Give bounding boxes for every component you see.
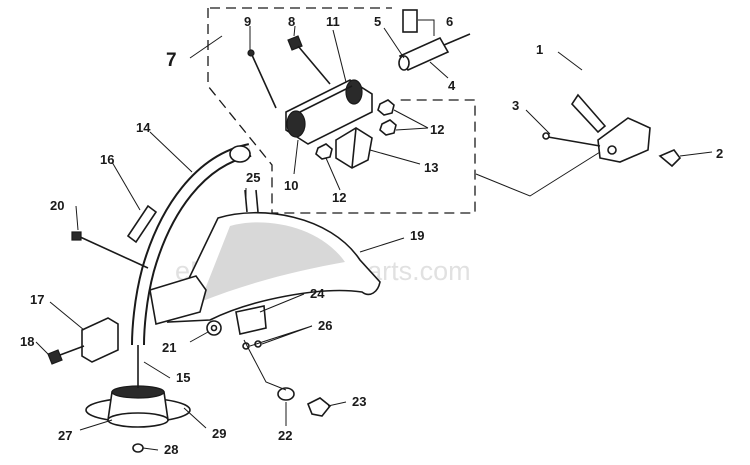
handle-knob: [658, 149, 682, 168]
shaft-clamp: [285, 79, 373, 145]
clamp-nuts: [315, 99, 397, 160]
callout-13: 13: [424, 160, 438, 175]
callout-14: 14: [136, 120, 151, 135]
trimmer-head: [85, 345, 191, 428]
callout-9: 9: [244, 14, 251, 29]
callout-26: 26: [318, 318, 332, 333]
long-screw: [71, 231, 149, 269]
callout-12-right: 12: [430, 122, 444, 137]
callout-8: 8: [288, 14, 295, 29]
washer-and-nut: [277, 387, 332, 417]
callout-17: 17: [30, 292, 44, 307]
loop-handle: [567, 35, 721, 163]
callout-5: 5: [374, 14, 381, 29]
trimmer-head-clamp: [81, 275, 207, 363]
callout-21: 21: [162, 340, 176, 355]
shaft-label: [126, 204, 158, 244]
callout-15: 15: [176, 370, 190, 385]
callout-12-bottom: 12: [332, 190, 346, 205]
callout-16: 16: [100, 152, 114, 167]
callout-1: 1: [536, 42, 543, 57]
callout-10: 10: [284, 178, 298, 193]
callout-28: 28: [164, 442, 178, 457]
callout-6: 6: [446, 14, 453, 29]
callout-24: 24: [310, 286, 325, 301]
shield-screws: [244, 189, 259, 213]
callout-25: 25: [246, 170, 260, 185]
callout-23: 23: [352, 394, 366, 409]
callout-2: 2: [716, 146, 723, 161]
shaft-coupler: [398, 9, 471, 72]
leader-lines: [35, 19, 713, 451]
callout-20: 20: [50, 198, 64, 213]
callout-19: 19: [410, 228, 424, 243]
callout-4: 4: [448, 78, 456, 93]
clamp-bolts: [247, 35, 331, 109]
callout-27: 27: [58, 428, 72, 443]
group-leader-7: [189, 35, 223, 59]
deflector-shield: [166, 212, 381, 323]
clamp-knob: [335, 127, 373, 169]
bump-knob: [132, 443, 144, 453]
handle-bolt: [542, 132, 601, 147]
callout-3: 3: [512, 98, 519, 113]
callout-group-7: 7: [166, 50, 177, 71]
washer: [206, 320, 222, 336]
callout-11: 11: [326, 14, 340, 29]
shield-bracket: [235, 305, 267, 350]
callout-22: 22: [278, 428, 292, 443]
callout-18: 18: [20, 334, 34, 349]
callout-29: 29: [212, 426, 226, 441]
clamp-screw: [47, 345, 85, 365]
lower-shaft: [131, 143, 252, 346]
